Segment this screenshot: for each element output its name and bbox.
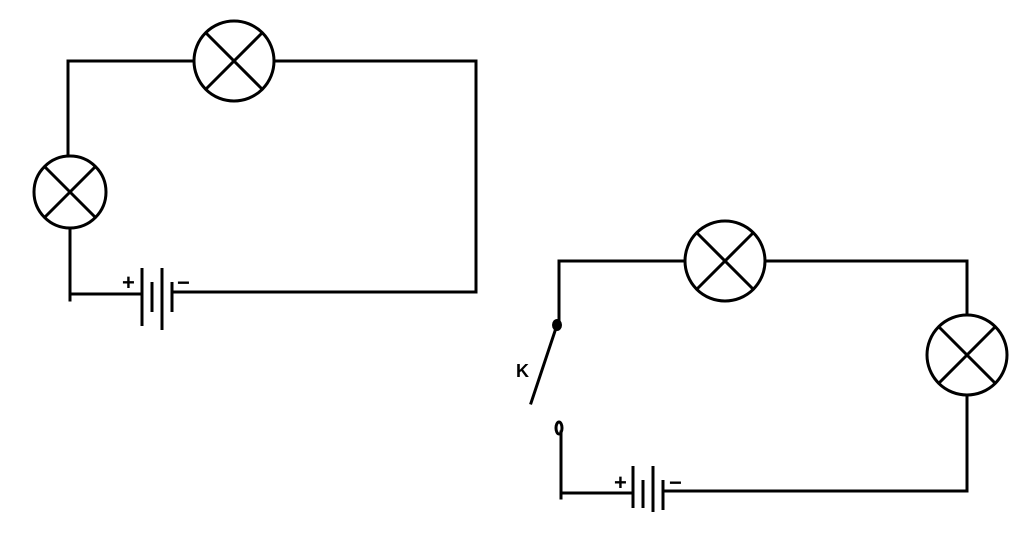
- battery-minus-label: −: [177, 270, 190, 295]
- lamp-icon: [925, 313, 1009, 397]
- battery-icon: + −: [614, 466, 682, 512]
- battery-minus-label: −: [669, 470, 682, 495]
- battery-plus-label: +: [614, 470, 627, 495]
- circuit-1-wires: [66, 59, 478, 302]
- circuit-2: K + −: [516, 219, 1009, 512]
- circuit-1: + −: [32, 19, 478, 330]
- lamp-icon: [32, 154, 108, 230]
- battery-plus-label: +: [122, 270, 135, 295]
- circuit-2-wires: [557, 259, 969, 500]
- switch-label: K: [516, 361, 529, 381]
- switch-icon: K: [516, 319, 564, 436]
- lamp-icon: [192, 19, 276, 103]
- lamp-icon: [683, 219, 767, 303]
- battery-icon: + −: [122, 268, 190, 330]
